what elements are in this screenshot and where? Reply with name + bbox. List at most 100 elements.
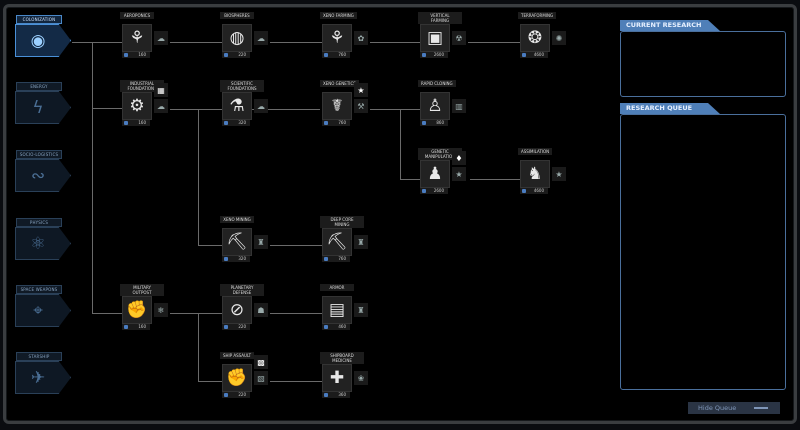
tech-ship-assault[interactable]: Ship Assault ✊ ▧ ▩ 220: [220, 352, 280, 402]
unlock-icon-secondary[interactable]: ★: [354, 83, 368, 97]
research-points-icon: [224, 53, 228, 57]
clone-icon: ♙: [427, 96, 443, 116]
tech-label: Assimilation: [518, 148, 553, 155]
tech-xeno-mining[interactable]: Xeno Mining ⛏ ♜ 320: [220, 216, 280, 266]
unlock-icon[interactable]: ❀: [354, 371, 368, 385]
connector-line: [270, 42, 322, 43]
tech-armor[interactable]: Armor ▤ ♜ 460: [320, 284, 380, 334]
category-tab-starship-construction[interactable]: STARSHIP CONSTRUCTION✈: [15, 352, 71, 396]
unlock-icon[interactable]: ☁: [154, 99, 168, 113]
unlock-icon[interactable]: ☁: [254, 31, 268, 45]
category-tab-socio-logistics[interactable]: SOCIO-LOGISTICS∾: [15, 150, 71, 194]
tech-terraforming[interactable]: Terraforming ❂ ✺ 4600: [518, 12, 578, 62]
research-points-icon: [422, 121, 426, 125]
category-label: ENERGY: [16, 82, 62, 91]
unlock-icon[interactable]: ★: [552, 167, 566, 181]
connector-line: [270, 245, 322, 246]
tech-military-outpost[interactable]: Military Outpost ✊ ❄ 160: [120, 284, 180, 334]
tech-label: Industrial Foundations: [120, 80, 164, 92]
research-points-icon: [224, 393, 228, 397]
category-tab-physics[interactable]: PHYSICS⚛: [15, 218, 71, 262]
research-queue-panel[interactable]: [620, 114, 786, 390]
research-points-icon: [324, 121, 328, 125]
tech-cost: 360: [338, 392, 346, 397]
tech-aeroponics[interactable]: Aeroponics ⚘ ☁ 160: [120, 12, 180, 62]
unlock-icon[interactable]: ♜: [354, 235, 368, 249]
connector-line: [72, 42, 122, 43]
starship-icon: ✈: [30, 367, 46, 388]
tech-xeno-farming[interactable]: Xeno Farming ⚘ ✿ 760: [320, 12, 380, 62]
hide-queue-button[interactable]: Hide Queue: [688, 402, 780, 414]
unlock-icon[interactable]: ♜: [254, 235, 268, 249]
tech-label: Rapid Cloning: [418, 80, 456, 87]
tech-cost: 460: [338, 324, 346, 329]
unlock-icon[interactable]: ✺: [552, 31, 566, 45]
connector-line: [170, 313, 222, 314]
tech-label: Deep Core Mining: [320, 216, 364, 228]
current-research-header: CURRENT RESEARCH: [620, 20, 720, 31]
unlock-icon-secondary[interactable]: ♦: [452, 151, 466, 165]
tech-rapid-cloning[interactable]: Rapid Cloning ♙ ▥ 860: [418, 80, 478, 130]
planet-ring-icon: ❂: [527, 28, 543, 48]
group-icon: ♞: [527, 164, 543, 184]
unlock-icon[interactable]: ▥: [452, 99, 466, 113]
unlock-icon[interactable]: ✿: [354, 31, 368, 45]
tech-biospheres[interactable]: Biospheres ◍ ☁ 220: [220, 12, 280, 62]
unlock-icon[interactable]: ☢: [452, 31, 466, 45]
unlock-icon[interactable]: ▧: [254, 371, 268, 385]
connector-line: [92, 108, 122, 109]
unlock-icon[interactable]: ❄: [154, 303, 168, 317]
unlock-icon[interactable]: ☁: [254, 99, 268, 113]
tech-scientific-foundations[interactable]: Scientific Foundations ⚗ ☁ 320: [220, 80, 280, 130]
unlock-icon[interactable]: ⚒: [354, 99, 368, 113]
person-flask-icon: ♟: [427, 164, 443, 184]
research-points-icon: [124, 53, 128, 57]
unlock-icon[interactable]: ☁: [154, 31, 168, 45]
tech-label: Ship Assault: [220, 352, 255, 359]
socio-logistics-icon: ∾: [30, 165, 46, 186]
research-points-icon: [522, 53, 526, 57]
tech-cost: 4600: [533, 52, 544, 57]
hide-queue-label: Hide Queue: [698, 404, 737, 412]
connector-line: [370, 42, 422, 43]
armor-icon: ▤: [328, 300, 346, 320]
research-points-icon: [224, 257, 228, 261]
unlock-icon-secondary[interactable]: ▦: [154, 83, 168, 97]
connector-line: [400, 179, 422, 180]
tech-vertical-farming[interactable]: Vertical Farming ▣ ☢ 2600: [418, 12, 478, 62]
current-research-panel: [620, 31, 786, 97]
tech-cost: 220: [238, 324, 246, 329]
connector-line: [198, 245, 222, 246]
tech-genetic-manipulation[interactable]: Genetic Manipulation ♟ ★ ♦ 2600: [418, 148, 478, 198]
tech-assimilation[interactable]: Assimilation ♞ ★ 4600: [518, 148, 578, 198]
tech-shipboard-medicine[interactable]: Shipboard Medicine ✚ ❀ 360: [320, 352, 380, 402]
tech-deep-core-mining[interactable]: Deep Core Mining ⛏ ♜ 760: [320, 216, 380, 266]
tech-label: Vertical Farming: [418, 12, 462, 24]
connector-line: [92, 313, 122, 314]
winged-fist-icon: ✊: [226, 368, 248, 388]
category-tab-colonization[interactable]: COLONIZATION◉: [15, 15, 71, 59]
category-label: COLONIZATION: [16, 15, 62, 24]
wheat-icon: ⚘: [129, 28, 145, 48]
medic-icon: ✚: [329, 368, 345, 388]
tech-cost: 220: [238, 52, 246, 57]
unlock-icon-secondary[interactable]: ▩: [254, 355, 268, 369]
unlock-icon[interactable]: ♜: [354, 303, 368, 317]
research-points-icon: [422, 53, 426, 57]
unlock-icon[interactable]: ★: [452, 167, 466, 181]
tech-industrial-foundations[interactable]: Industrial Foundations ⚙ ☁ ▦ 160: [120, 80, 180, 130]
tech-xeno-genetics[interactable]: Xeno Genetics ☤ ⚒ ★ 760: [320, 80, 380, 130]
tech-planetary-defense[interactable]: Planetary Defense ⊘ ☗ 220: [220, 284, 280, 334]
collapse-icon: [754, 407, 768, 409]
research-points-icon: [124, 325, 128, 329]
connector-line: [198, 381, 222, 382]
connector-line: [270, 313, 322, 314]
unlock-icon[interactable]: ☗: [254, 303, 268, 317]
tech-cost: 220: [238, 392, 246, 397]
tech-label: Armor: [320, 284, 354, 291]
category-tab-space-weapons[interactable]: SPACE WEAPONS⌖: [15, 285, 71, 329]
fist-icon: ✊: [126, 300, 148, 320]
connector-line: [198, 313, 199, 381]
tech-label: Xeno Genetics: [320, 80, 359, 87]
